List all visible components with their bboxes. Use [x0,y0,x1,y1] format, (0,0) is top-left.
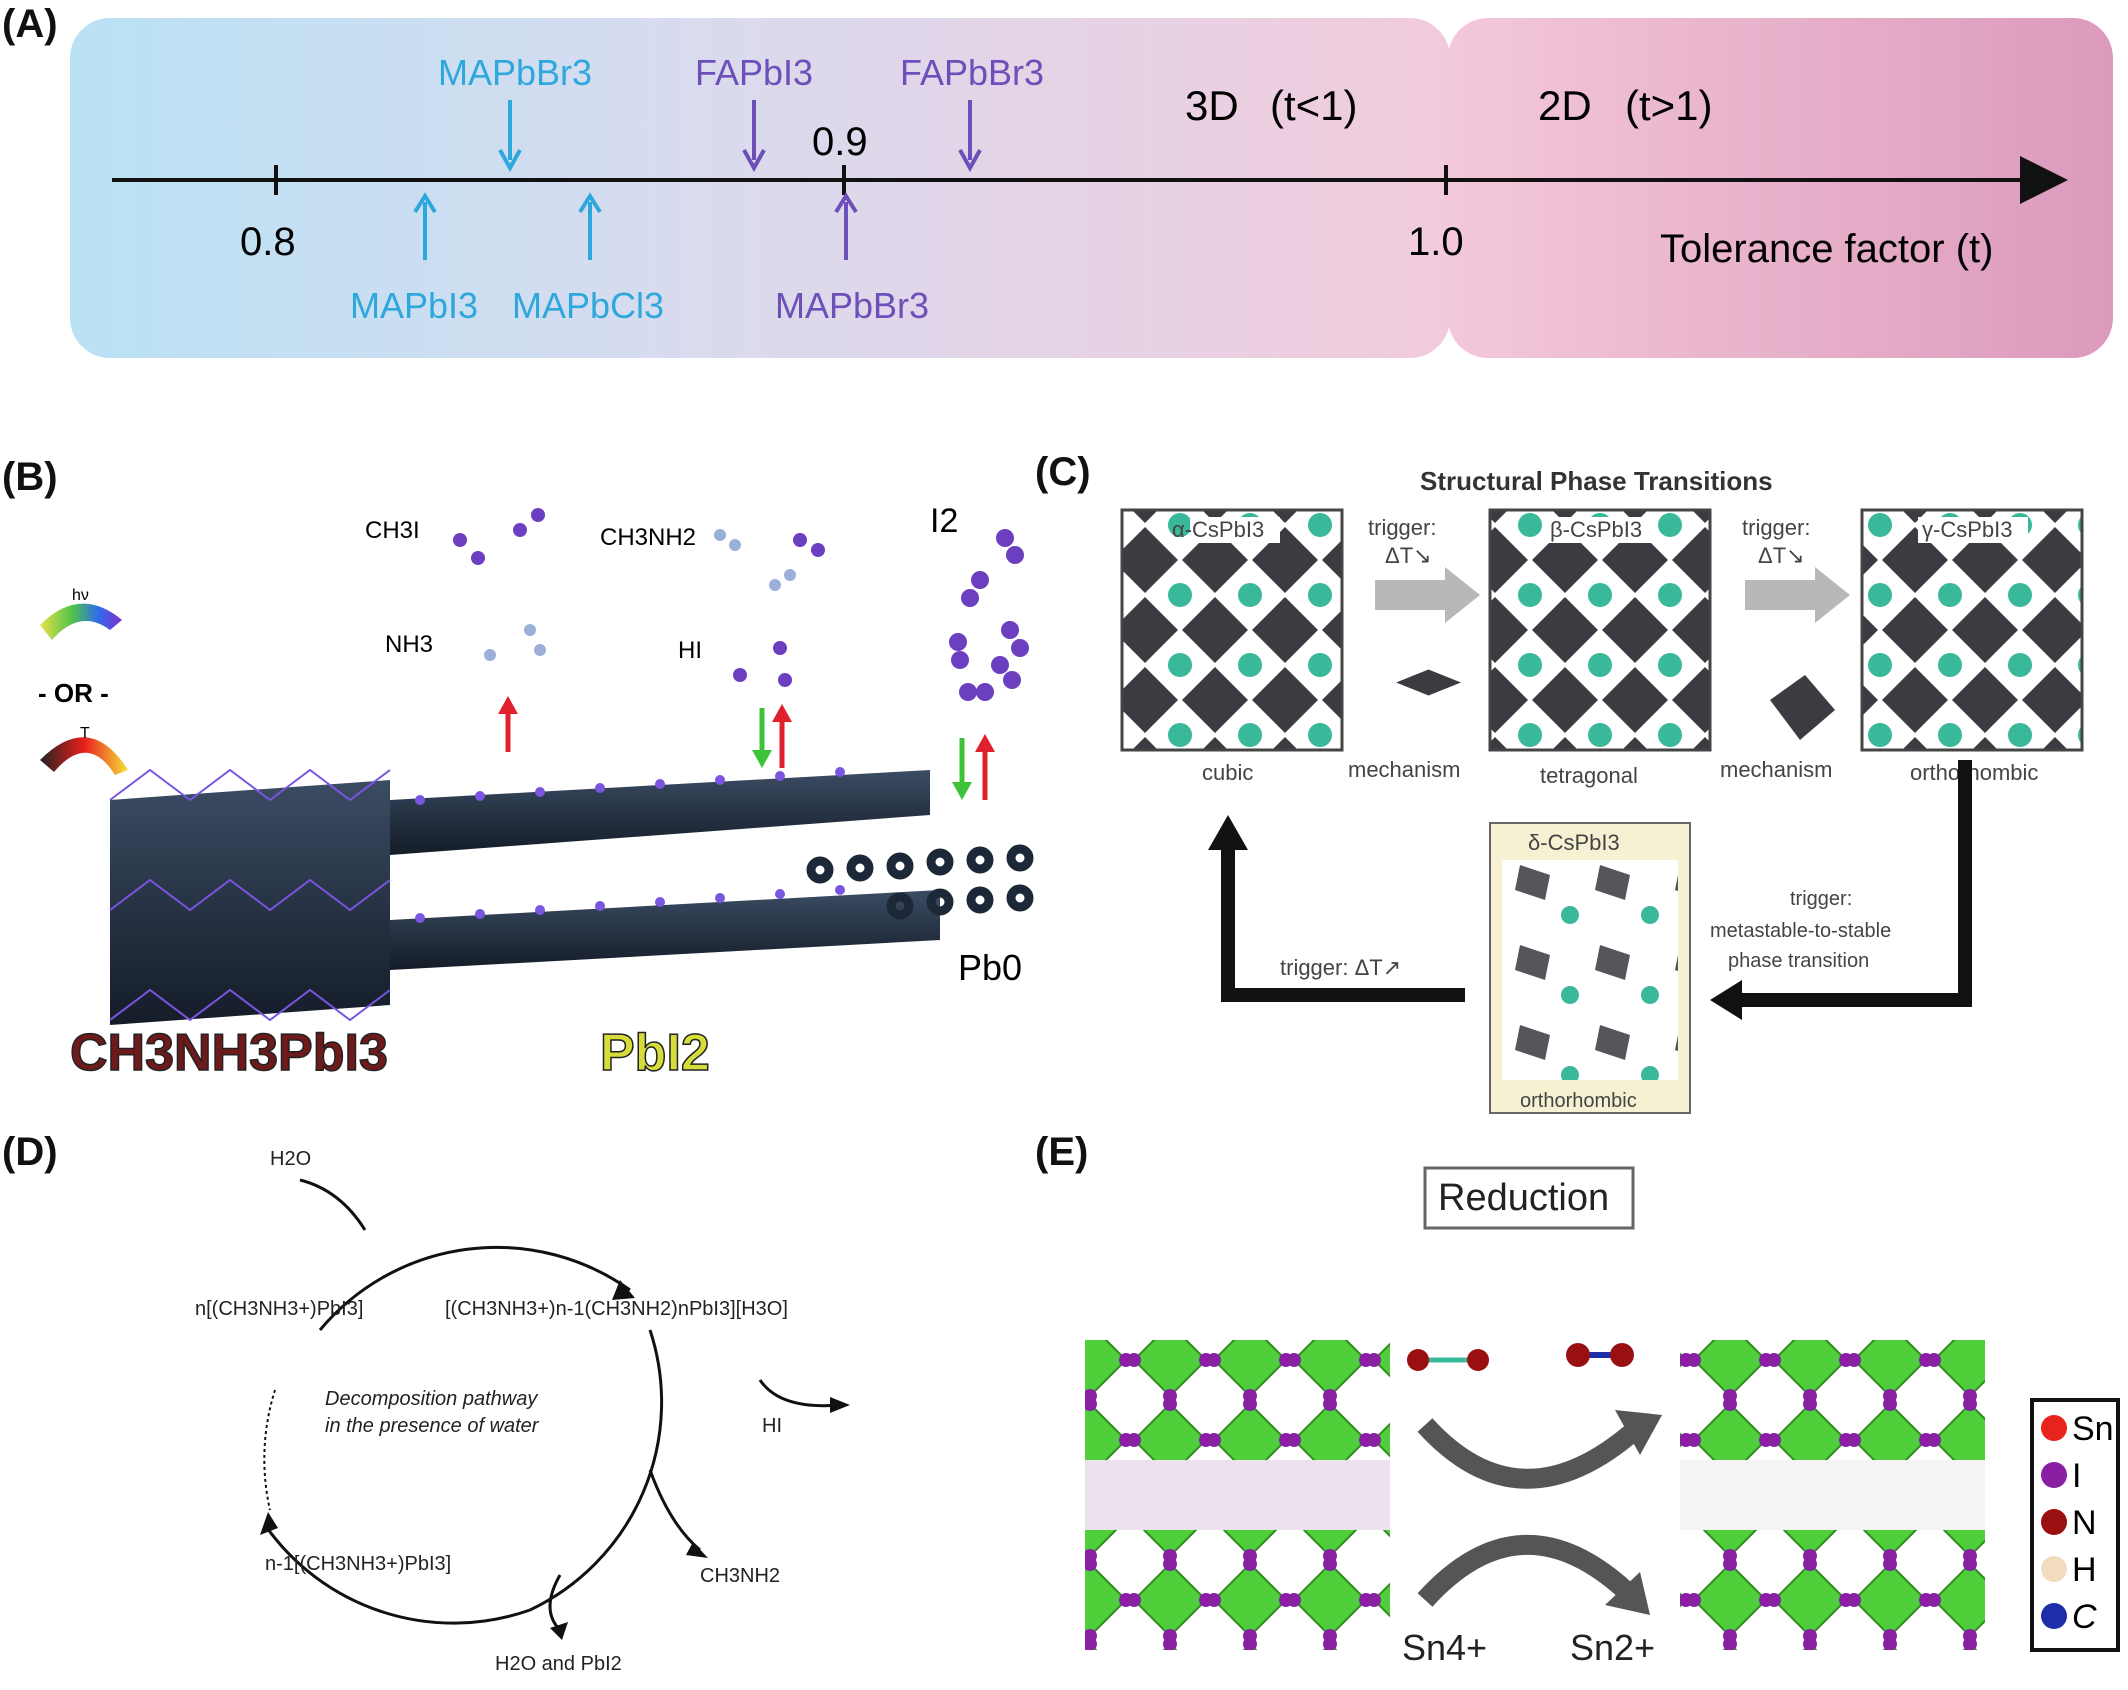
delta-cspbi3-label: δ-CsPbI3 [1528,830,1620,855]
region-2d-condition: (t>1) [1625,82,1713,129]
sn2-label: Sn2+ [1570,1627,1655,1668]
compound-fapbbr3-top: FAPbBr3 [900,52,1044,93]
legend-sn: Sn [2072,1410,2114,1448]
panel-label-e: (E) [1035,1130,1089,1174]
hv-label: hν [72,587,89,604]
right-lattice-top [1680,1340,1985,1460]
bottom-product: H2O and PbI2 [495,1653,622,1675]
center-line-2: in the presence of water [325,1415,540,1437]
heat-icon [40,737,128,775]
panel-c-phase-transitions: Structural Phase Transitions α-CsPbI3 cu… [1120,466,2084,1114]
region-3d-condition: (t<1) [1270,82,1358,129]
left-lattice-bottom [1085,1530,1390,1650]
mechanism-label-1: mechanism [1348,757,1460,782]
h2o-label: H2O [270,1148,311,1170]
ch3nh2-product: CH3NH2 [700,1565,780,1587]
i2-label: I2 [930,502,958,540]
compound-mapbi3-bottom: MAPbI3 [350,285,478,326]
axis-title: Tolerance factor (t) [1660,227,1993,271]
trigger-label-2: trigger: [1742,515,1810,540]
right-lattice-bottom [1680,1530,1985,1650]
meta-line-1: metastable-to-stable [1710,920,1891,942]
panel-label-a: (A) [2,2,58,46]
tick-label-0-8: 0.8 [240,220,296,264]
hi-label: HI [678,637,702,664]
bottom-left-species: n-1[(CH3NH3+)PbI3] [265,1553,451,1575]
pb0-atoms [806,844,1034,920]
or-label: - OR - [38,678,109,708]
hi-product: HI [762,1415,782,1437]
panel-label-b: (B) [2,455,58,499]
ch3i-label: CH3I [365,517,420,544]
legend-c: C [2072,1598,2097,1636]
product-molecule [1566,1343,1634,1367]
panel-c-title: Structural Phase Transitions [1420,466,1773,496]
t-label: T [80,725,90,742]
region-3d-label: 3D [1185,82,1239,129]
region-2d-background [1448,18,2113,358]
panel-a-tolerance-diagram: 0.8 0.9 1.0 Tolerance factor (t) 3D (t<1… [70,18,2113,358]
beta-cspbi3-label: β-CsPbI3 [1550,517,1642,542]
ch3nh2-label: CH3NH2 [600,524,696,551]
panel-label-c: (C) [1035,450,1091,494]
compound-fapbi3-top: FAPbI3 [695,52,813,93]
dt-down-label-1: ΔT↘ [1385,543,1432,568]
panel-e-reduction: Reduction Sn4+ Sn2+ Sn I N H C [1085,1166,2120,1668]
orthorhombic-label: orthorhombic [1910,760,2038,785]
orthorhombic-label-2: orthorhombic [1520,1090,1637,1112]
pbi2-layers [390,767,940,970]
tick-label-0-9: 0.9 [812,120,868,164]
compound-mapbcl3-bottom: MAPbCl3 [512,285,664,326]
compound-mapbbr3-bottom: MAPbBr3 [775,285,929,326]
compound-mapbbr3-top: MAPbBr3 [438,52,592,93]
left-lattice-top [1085,1340,1390,1460]
reductant-molecule [1407,1349,1489,1371]
light-icon [40,603,122,640]
panel-b-degradation-diagram: hν - OR - T CH3I CH3NH2 I2 NH3 HI [38,502,1034,1083]
gamma-cspbi3-label: γ-CsPbI3 [1922,517,2012,542]
mechanism-label-2: mechanism [1720,757,1832,782]
pbi2-label: PbI2 [600,1024,710,1082]
reduction-title: Reduction [1438,1177,1609,1219]
trigger-up-label: trigger: ΔT↗ [1280,955,1401,980]
trigger-meta-label: trigger: [1790,888,1852,910]
pb0-label: Pb0 [958,947,1022,988]
mapbi3-label: CH3NH3PbI3 [70,1024,388,1082]
panel-d-decomposition-cycle: H2O n[(CH3NH3+)PbI3] [(CH3NH3+)n-1(CH3NH… [195,1148,850,1675]
left-species: n[(CH3NH3+)PbI3] [195,1298,363,1320]
nh3-label: NH3 [385,631,433,658]
alpha-cspbi3-label: α-CsPbI3 [1172,517,1264,542]
dt-down-label-2: ΔT↘ [1758,543,1805,568]
legend-n: N [2072,1504,2097,1542]
center-line-1: Decomposition pathway [325,1388,538,1410]
right-species: [(CH3NH3+)n-1(CH3NH2)nPbI3][H3O] [445,1298,788,1320]
element-legend: Sn I N H C [2030,1398,2120,1652]
trigger-label-1: trigger: [1368,515,1436,540]
tick-label-1-0: 1.0 [1408,220,1464,264]
legend-h: H [2072,1551,2097,1589]
meta-line-2: phase transition [1728,950,1869,972]
sn4-label: Sn4+ [1402,1627,1487,1668]
mapbi3-lattice [109,768,391,1025]
legend-i: I [2072,1457,2081,1495]
tetragonal-label: tetragonal [1540,763,1638,788]
panel-label-d: (D) [2,1130,58,1174]
cubic-label: cubic [1202,760,1253,785]
region-2d-label: 2D [1538,82,1592,129]
region-3d-background [70,18,1450,358]
